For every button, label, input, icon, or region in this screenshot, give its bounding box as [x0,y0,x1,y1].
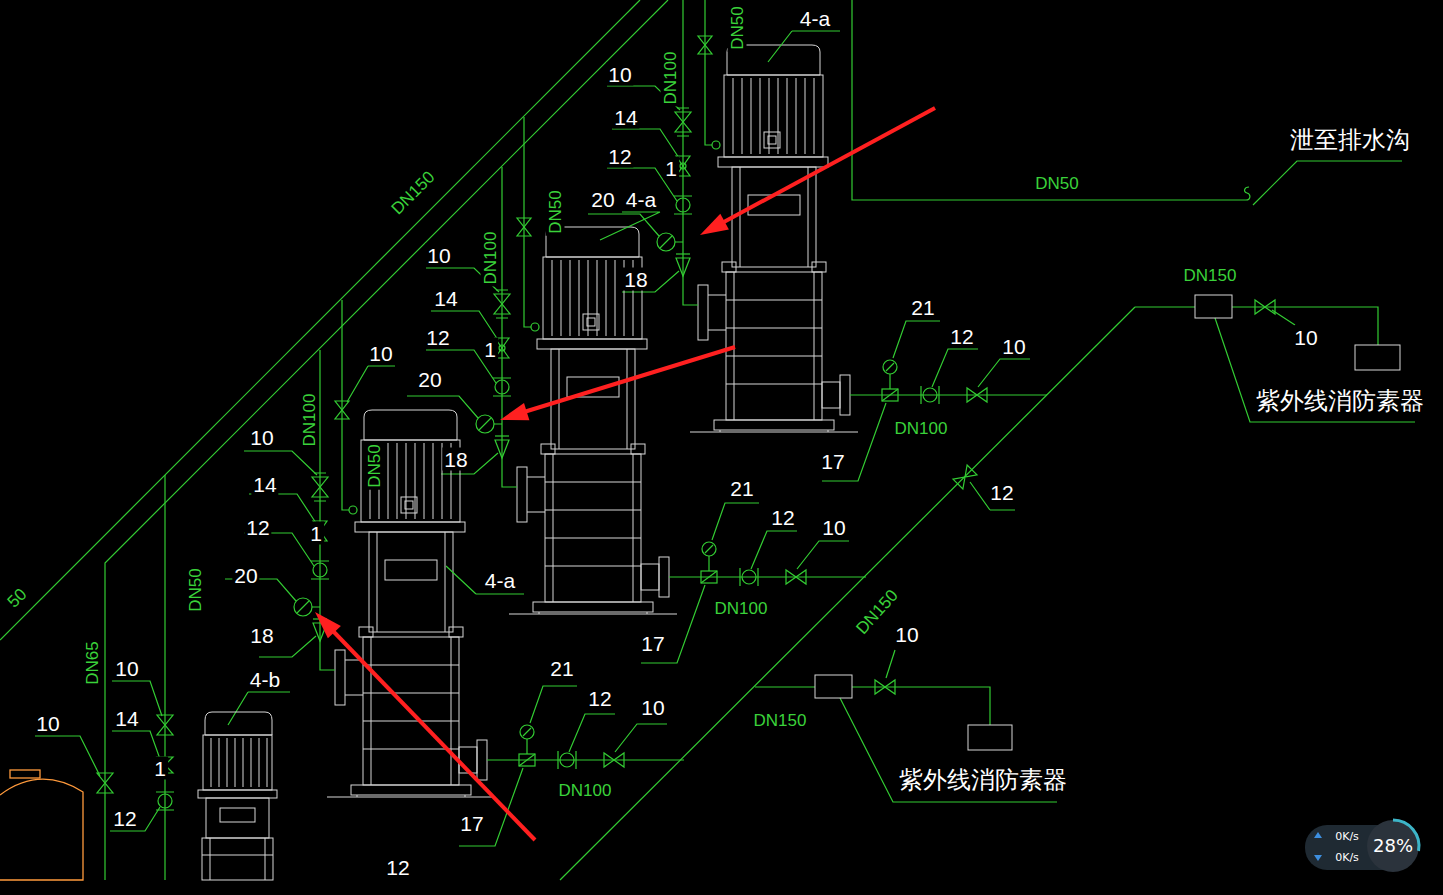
annotation-arrow [315,108,935,840]
callout-number: 21 [728,477,755,500]
callout-number: 17 [458,812,485,835]
callout-number: 20 [416,368,443,391]
callout-number: 12 [606,145,633,168]
callout-number: 10 [1292,326,1319,349]
callout-number: 10 [34,712,61,735]
callout-number: 10 [606,63,633,86]
callout-number: 10 [425,244,452,267]
equipment-note: 泄至排水沟 [1288,127,1412,153]
callout-number: 20 [589,188,616,211]
callout-number: 14 [251,473,278,496]
callout-number: 17 [639,632,666,655]
pipe-size-label: DN150 [1182,266,1239,285]
pressure-tank [0,770,83,880]
callout-number: 18 [622,268,649,291]
pipe-size-label: DN50 [1033,174,1080,193]
uv-sterilizer [815,295,1400,750]
callout-number: 12 [769,506,796,529]
callout-number: 10 [248,426,275,449]
speed-readout: 0K/s [1333,830,1361,843]
callout-number: 10 [893,623,920,646]
discharge-header [560,300,1415,880]
pump-set [588,0,1047,481]
callout-number: 1 [663,157,679,180]
callout-number: 10 [820,516,847,539]
usage-readout: 28% [1371,836,1415,856]
callout-number: 18 [442,448,469,471]
callout-number: 4-b [248,668,282,691]
pipe-size-label: DN100 [300,392,319,449]
callout-number: 10 [1000,335,1027,358]
callout-number: 20 [232,564,259,587]
equipment-note: 紫外线消防素器 [1254,388,1426,414]
callout-number: 1 [308,522,324,545]
booster-pump [198,712,277,880]
callout-number: 12 [111,807,138,830]
pump-set [407,117,866,663]
pipe-size-label: DN50 [365,442,384,489]
callout-number: 1 [482,338,498,361]
callout-number: 10 [113,657,140,680]
callout-number: 12 [384,856,411,879]
callout-number: 12 [244,516,271,539]
pipe-size-label: DN100 [481,230,500,287]
callout-number: 4-a [483,569,517,592]
leader-line [35,31,840,831]
callout-number: 12 [948,325,975,348]
callout-number: 21 [548,657,575,680]
pipe-size-label: DN50 [546,188,565,235]
pipe-size-label: DN100 [713,599,770,618]
callout-number: 17 [819,450,846,473]
callout-number: 12 [586,687,613,710]
pipe-size-label: DN65 [83,639,102,686]
speed-widget [1305,820,1419,872]
callout-number: 21 [909,296,936,319]
suction-header [0,0,668,880]
pipe-size-label: DN150 [386,166,440,220]
callout-number: 10 [367,342,394,365]
callout-number: 12 [988,481,1015,504]
pipe-size-label: DN100 [893,419,950,438]
callout-number: 1 [152,757,168,780]
equipment-note: 紫外线消防素器 [897,767,1069,793]
callout-number: 10 [639,696,666,719]
pipe-size-label: DN100 [557,781,614,800]
callout-number: 14 [113,707,140,730]
callout-number: 12 [424,326,451,349]
callout-number: 18 [248,624,275,647]
callout-number: 4-a [624,188,658,211]
drain-pipe [852,0,1402,205]
callout-number: 14 [432,287,459,310]
pipe-size-label: DN50 [186,566,205,613]
callout-number: 4-a [798,7,832,30]
pipe-size-label: DN50 [728,4,747,51]
pipe-size-label: DN150 [752,711,809,730]
pipe-size-label: DN100 [661,50,680,107]
speed-readout: 0K/s [1333,851,1361,864]
pipe-size-label: 50 [2,583,32,613]
callout-number: 14 [612,106,639,129]
